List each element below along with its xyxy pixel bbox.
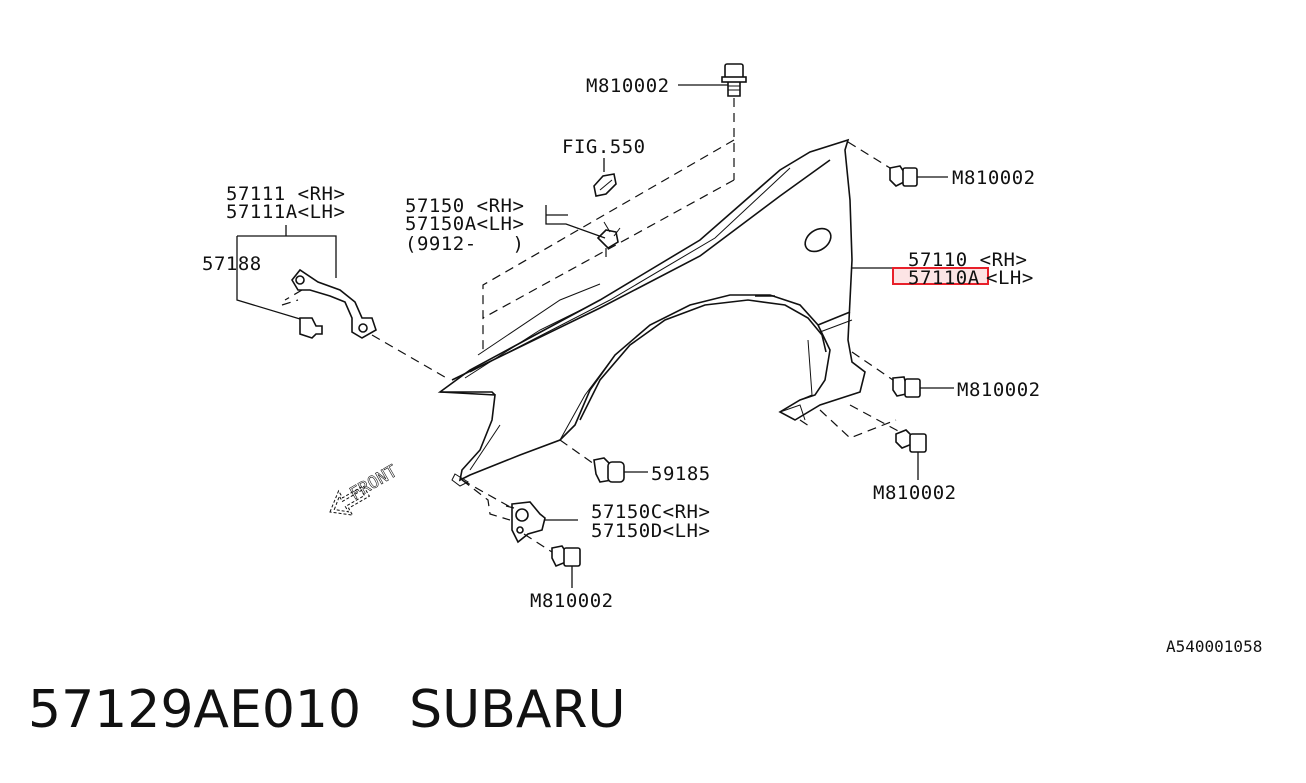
fender-clip-icon <box>596 221 621 250</box>
front-arrow-icon <box>329 485 371 516</box>
upper-right-bolt-icon <box>889 165 918 187</box>
label-bolt-top: M810002 <box>586 75 670 97</box>
top-bolt-icon <box>721 63 747 97</box>
label-fender-rh: 57110 <RH> <box>908 249 1027 271</box>
label-bracket-rh: 57111 <RH> <box>226 183 345 205</box>
label-stay-rh: 57150C<RH> <box>591 501 710 523</box>
part-caption: 57129AE010 SUBARU <box>28 680 674 740</box>
fender-stay-icon <box>511 501 546 544</box>
label-bolt-bottom-right: M810002 <box>873 482 957 504</box>
bottom-bolt-icon <box>551 545 581 568</box>
diagram-ref-number: A540001058 <box>1166 637 1262 656</box>
label-clip-bottom: 59185 <box>651 463 711 485</box>
lower-right-bolt-icon <box>892 376 921 398</box>
label-bolt-lower-right: M810002 <box>957 379 1041 401</box>
label-bolt-upper-right: M810002 <box>952 167 1036 189</box>
label-bracket-lh: 57111A<LH> <box>226 201 345 223</box>
bracket-screw-icon <box>299 317 323 339</box>
highlight-box <box>892 267 989 285</box>
label-bracket-screw: 57188 <box>202 253 262 275</box>
label-clip-date: (9912- ) <box>405 233 524 255</box>
fender-bracket-icon <box>291 268 377 339</box>
caption-brand: SUBARU <box>409 680 626 740</box>
label-front: FRONT <box>347 461 401 504</box>
label-clip-lh: 57150A<LH> <box>405 213 524 235</box>
label-fender-lh-side: <LH> <box>986 267 1034 289</box>
label-stay-lh: 57150D<LH> <box>591 520 710 542</box>
bottom-clip-icon <box>593 457 625 483</box>
fig550-clip-icon <box>593 173 617 197</box>
label-bolt-bottom: M810002 <box>530 590 614 612</box>
label-clip-rh: 57150 <RH> <box>405 195 524 217</box>
label-fig-ref: FIG.550 <box>562 136 646 158</box>
caption-part-number: 57129AE010 <box>28 680 362 740</box>
label-fender-lh-code: 57110A <box>908 267 980 289</box>
fender-panel <box>437 138 866 487</box>
bottom-right-bolt-icon <box>895 429 927 453</box>
